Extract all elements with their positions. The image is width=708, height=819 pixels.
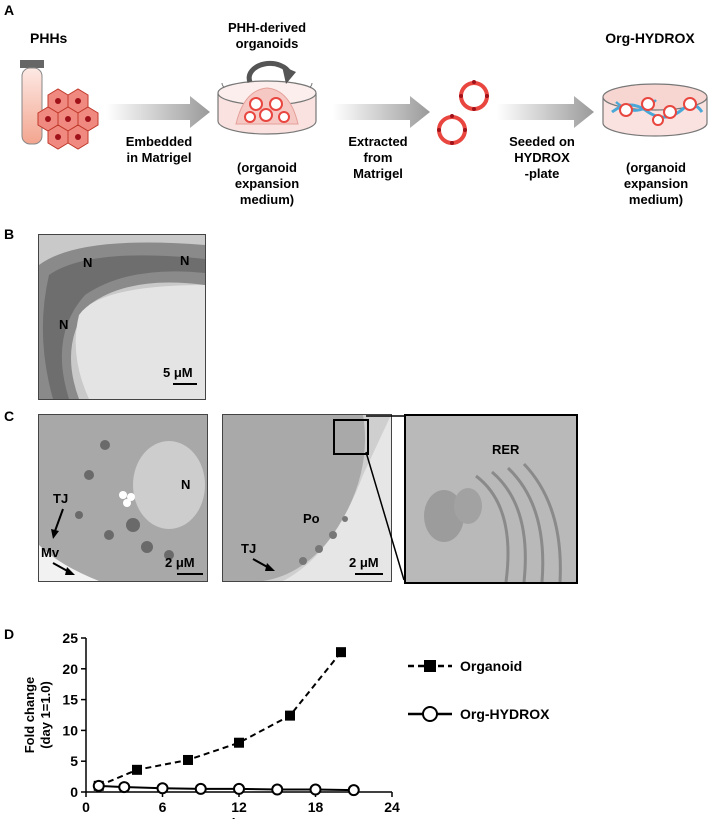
data-point bbox=[285, 711, 295, 721]
panel-label-c: C bbox=[4, 408, 14, 424]
y-tick-label: 20 bbox=[62, 661, 78, 677]
y-tick-label: 0 bbox=[70, 784, 78, 800]
micrograph-c1: TJ N Mv 2 μM bbox=[38, 414, 208, 582]
b-nucleus-label-2: N bbox=[180, 253, 189, 268]
medium2-line3: medium) bbox=[604, 192, 708, 208]
y-axis-label-line1: Fold change bbox=[22, 677, 37, 754]
tube-icon bbox=[20, 60, 44, 144]
y-tick-label: 5 bbox=[70, 753, 78, 769]
step2-line3: Matrigel bbox=[328, 166, 428, 182]
x-tick-label: 6 bbox=[159, 799, 167, 815]
step3-line2: HYDROX bbox=[492, 150, 592, 166]
data-point bbox=[158, 783, 168, 793]
legend-label: Org-HYDROX bbox=[460, 706, 550, 722]
y-axis-label-line2: (day 1=1.0) bbox=[38, 681, 53, 749]
legend-label: Organoid bbox=[460, 658, 522, 674]
data-point bbox=[119, 782, 129, 792]
micrograph-b: N N N 5 μM bbox=[38, 234, 206, 400]
y-tick-label: 10 bbox=[62, 722, 78, 738]
step2-line1: Extracted bbox=[328, 134, 428, 150]
y-tick-label: 25 bbox=[62, 630, 78, 646]
step1-line2: in Matrigel bbox=[104, 150, 214, 166]
process-arrow-2 bbox=[333, 96, 430, 128]
x-axis-label: day bbox=[227, 815, 251, 819]
c1-nucleus-label: N bbox=[181, 477, 190, 492]
b-scalebar bbox=[173, 383, 197, 385]
c1-pointer-arrows bbox=[49, 507, 79, 577]
chart-series bbox=[94, 647, 359, 795]
c2-tight-junction-label: TJ bbox=[241, 541, 256, 556]
process-arrow-1 bbox=[106, 96, 210, 128]
medium1-line3: medium) bbox=[214, 192, 320, 208]
c1-scalebar bbox=[177, 573, 203, 575]
x-tick-label: 18 bbox=[308, 799, 324, 815]
c2-po-label: Po bbox=[303, 511, 320, 526]
c1-tight-junction-label: TJ bbox=[53, 491, 68, 506]
hydrox-plate-icon bbox=[603, 84, 707, 136]
data-point bbox=[234, 784, 244, 794]
legend-marker bbox=[423, 707, 437, 721]
extracted-organoids-icon bbox=[439, 83, 487, 143]
x-tick-label: 24 bbox=[384, 799, 400, 815]
c3-rer-label: RER bbox=[492, 442, 519, 457]
data-point bbox=[94, 781, 104, 791]
data-point bbox=[234, 738, 244, 748]
medium2-line2: expansion bbox=[604, 176, 708, 192]
data-point bbox=[272, 785, 282, 795]
process-arrow-3 bbox=[497, 96, 594, 128]
x-tick-label: 0 bbox=[82, 799, 90, 815]
data-point bbox=[311, 785, 321, 795]
step2-line2: from bbox=[328, 150, 428, 166]
panel-label-b: B bbox=[4, 226, 14, 242]
data-point bbox=[196, 784, 206, 794]
y-tick-label: 15 bbox=[62, 692, 78, 708]
data-point bbox=[349, 785, 359, 795]
data-point bbox=[183, 755, 193, 765]
b-scalebar-label: 5 μM bbox=[163, 365, 193, 380]
data-point bbox=[132, 765, 142, 775]
step1-line1: Embedded bbox=[104, 134, 214, 150]
medium1-line2: expansion bbox=[214, 176, 320, 192]
data-point bbox=[336, 647, 346, 657]
medium1-line1: (organoid bbox=[214, 160, 320, 176]
culture-dish-icon bbox=[218, 81, 316, 134]
legend-marker bbox=[424, 660, 436, 672]
medium2-line1: (organoid bbox=[604, 160, 708, 176]
inset-zoom-lines bbox=[360, 414, 410, 582]
schematic-illustration bbox=[0, 0, 708, 230]
b-nucleus-label-1: N bbox=[83, 255, 92, 270]
b-nucleus-label-3: N bbox=[59, 317, 68, 332]
c2-pointer-arrow bbox=[251, 555, 281, 577]
micrograph-c3-inset: RER bbox=[404, 414, 578, 584]
c1-scalebar-label: 2 μM bbox=[165, 555, 195, 570]
step3-line1: Seeded on bbox=[492, 134, 592, 150]
x-tick-label: 12 bbox=[231, 799, 247, 815]
step3-line3: -plate bbox=[492, 166, 592, 182]
